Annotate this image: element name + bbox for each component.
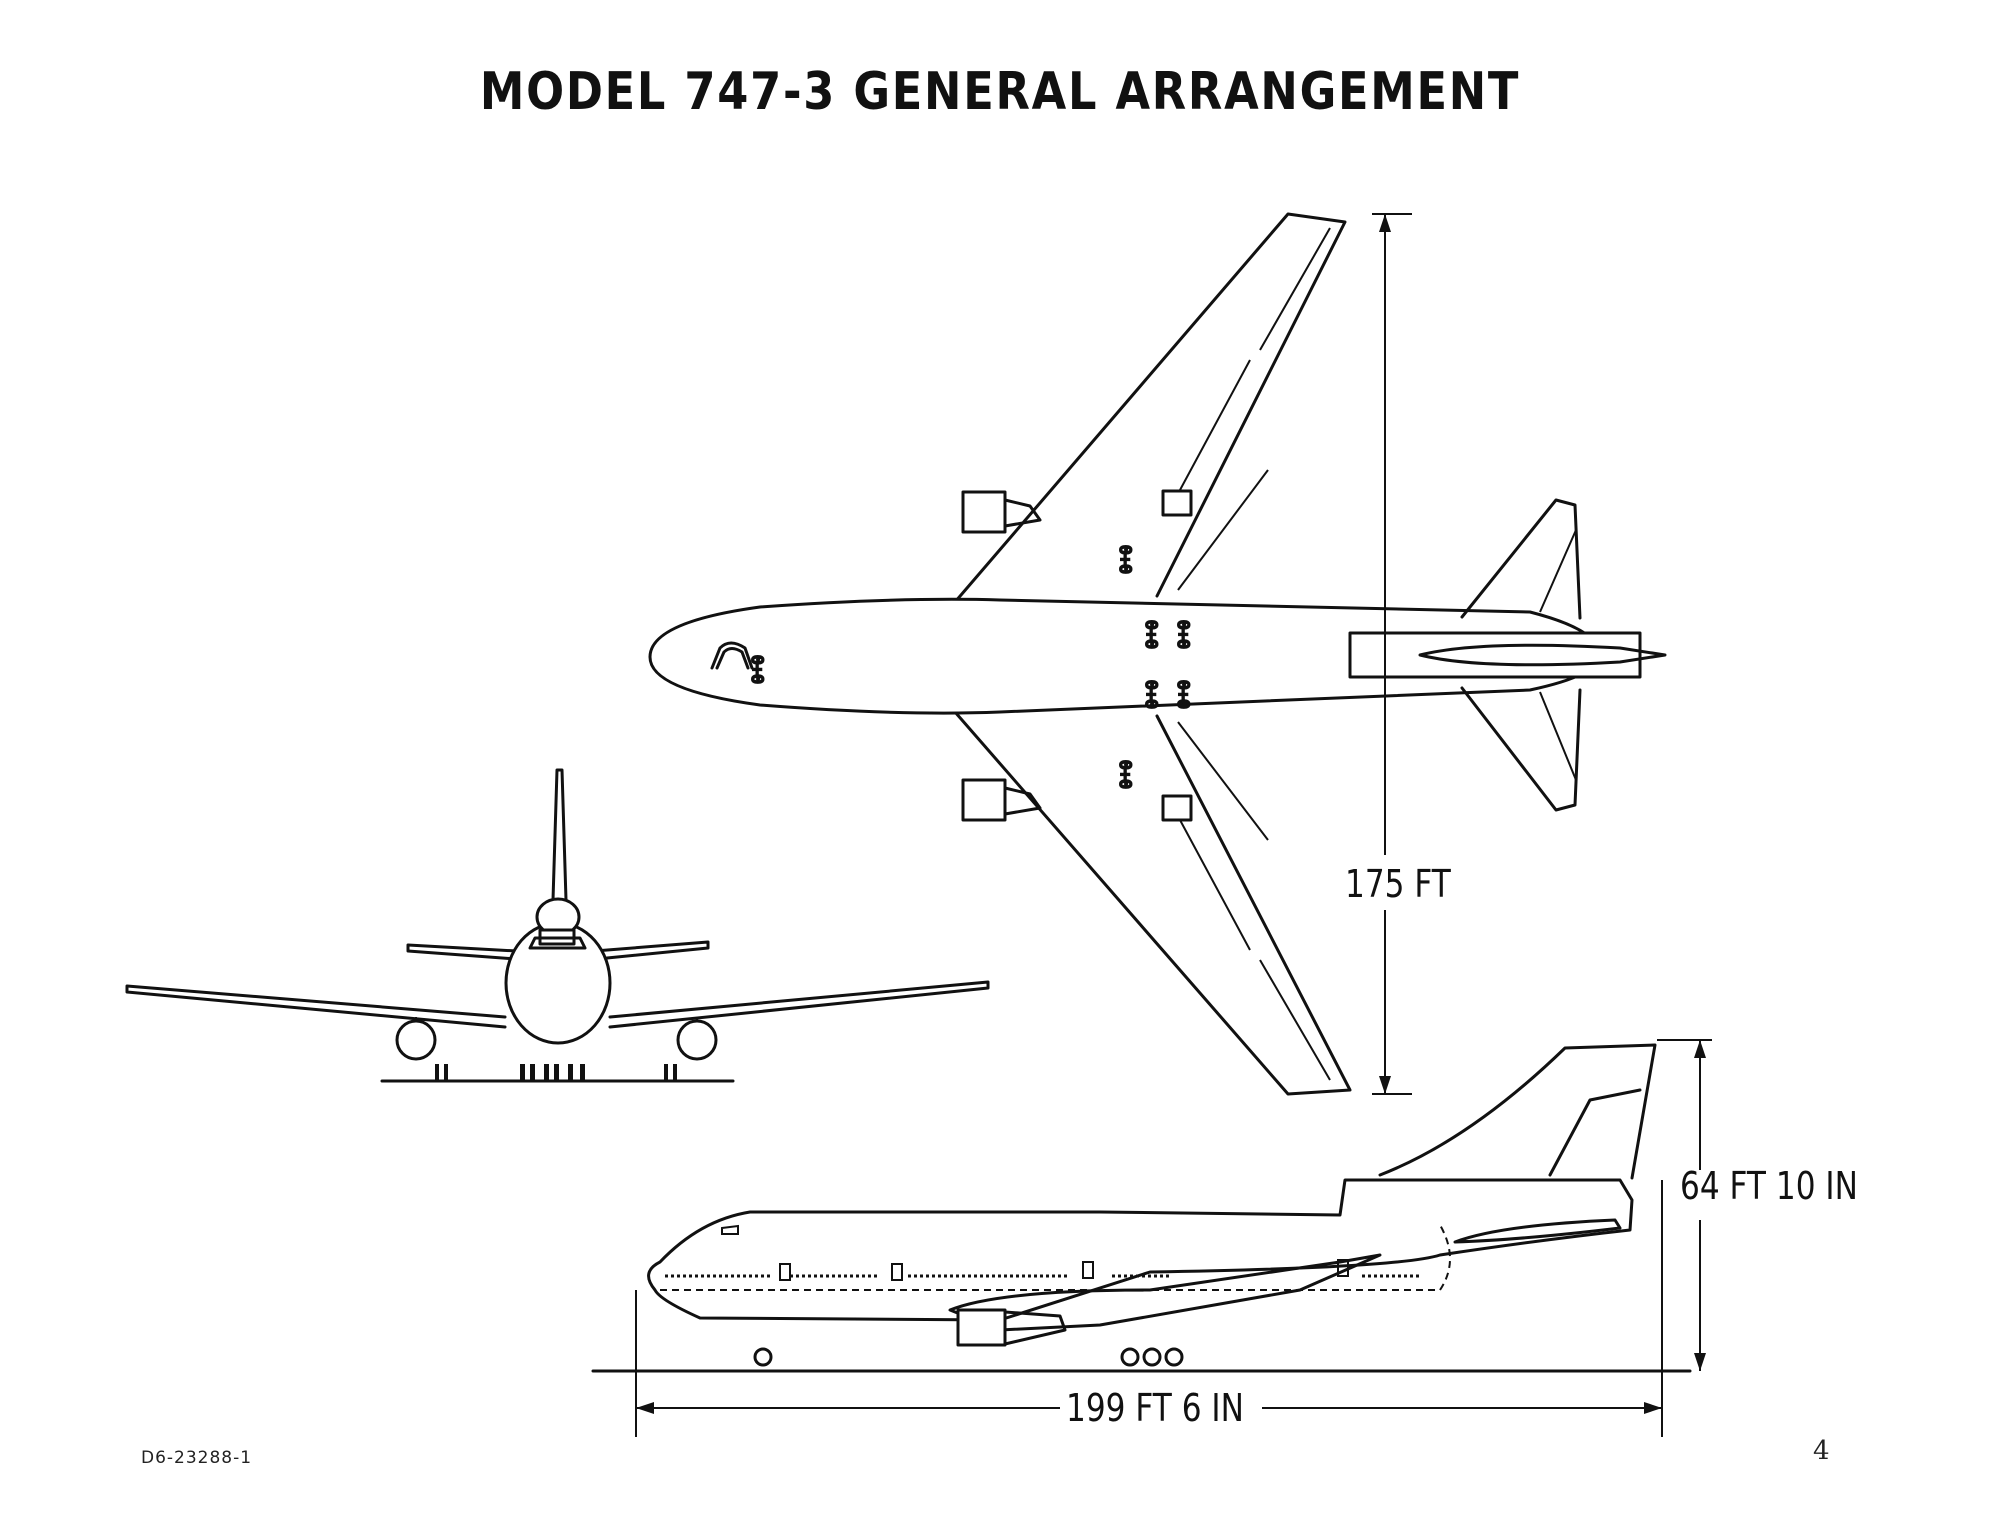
svg-text:0+0: 0+0 bbox=[748, 655, 767, 684]
height-dimension-label: 64 FT 10 IN bbox=[1680, 1164, 1858, 1208]
top-view-engine bbox=[961, 490, 1007, 534]
side-view-fuselage bbox=[647, 1178, 1634, 1322]
span-dimension-label: 175 FT bbox=[1345, 862, 1451, 906]
page-number: 4 bbox=[1813, 1436, 1830, 1466]
span-dimension-line bbox=[1372, 213, 1412, 1095]
top-view: 0+0 0+0 0+0 0+0 0+0 0+0 0+0 bbox=[648, 212, 1667, 1096]
top-view-stabilizer bbox=[1460, 686, 1582, 812]
top-view-engine bbox=[961, 778, 1007, 822]
svg-text:0+0: 0+0 bbox=[1174, 620, 1193, 649]
top-view-lower-wing bbox=[953, 710, 1352, 1096]
side-view bbox=[591, 1039, 1712, 1437]
length-dimension-line bbox=[635, 1180, 1663, 1437]
top-view-upper-wing bbox=[953, 212, 1347, 604]
height-dimension-line bbox=[1657, 1039, 1712, 1371]
svg-text:0+0: 0+0 bbox=[1116, 760, 1135, 789]
front-view-fin bbox=[551, 768, 568, 902]
front-view-engine bbox=[395, 1019, 437, 1061]
front-view bbox=[125, 768, 990, 1083]
side-view-fin bbox=[1378, 1043, 1657, 1180]
front-view-wing bbox=[608, 980, 990, 1029]
svg-text:0+0: 0+0 bbox=[1142, 680, 1161, 709]
length-dimension-label: 199 FT 6 IN bbox=[1066, 1386, 1244, 1430]
document-number: D6-23288-1 bbox=[141, 1448, 253, 1468]
side-view-wing bbox=[948, 1253, 1382, 1332]
svg-text:0+0: 0+0 bbox=[1116, 545, 1135, 574]
side-view-main-gear bbox=[1120, 1347, 1140, 1367]
front-view-engine bbox=[676, 1019, 718, 1061]
side-view-nose-gear bbox=[753, 1347, 773, 1367]
side-view-engine bbox=[956, 1308, 1007, 1347]
drawing-title: MODEL 747-3 GENERAL ARRANGEMENT bbox=[479, 62, 1521, 122]
svg-text:0+0: 0+0 bbox=[1142, 620, 1161, 649]
top-view-stabilizer bbox=[1460, 498, 1582, 620]
svg-text:0+0: 0+0 bbox=[1174, 680, 1193, 709]
landing-gear-markings: 0+0 0+0 0+0 0+0 0+0 0+0 0+0 bbox=[747, 544, 1194, 790]
front-view-wing bbox=[125, 984, 507, 1029]
